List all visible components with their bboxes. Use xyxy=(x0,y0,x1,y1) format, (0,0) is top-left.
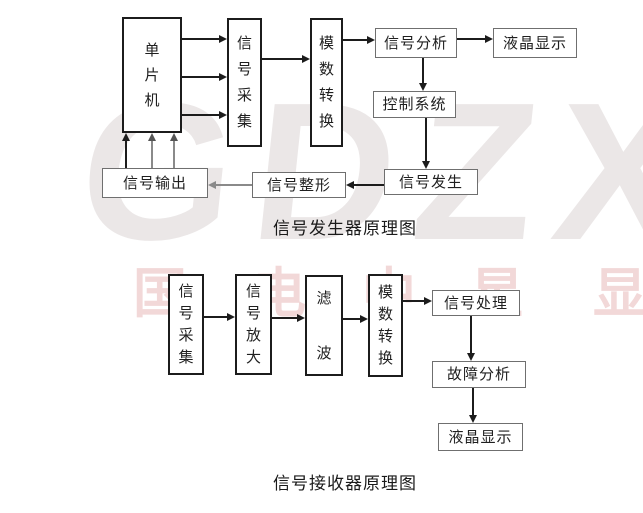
box-rx-signal-acquisition: 信号采集 xyxy=(168,274,204,375)
box-mcu-label: 单片机 xyxy=(144,41,160,109)
arrow-control-to-generation xyxy=(425,118,427,161)
arrow-rx-filter-to-adc xyxy=(343,318,360,320)
arrow-rx-adc-to-processing xyxy=(403,300,424,302)
arrow-mcu-to-acquisition-3 xyxy=(182,114,219,116)
box-rx-fault-analysis: 故障分析 xyxy=(432,361,526,388)
box-rx-lcd-display-label: 液晶显示 xyxy=(448,428,513,446)
box-signal-acquisition: 信号采集 xyxy=(227,18,262,147)
arrow-analysis-to-control xyxy=(422,58,424,83)
arrow-acquisition-to-adc xyxy=(262,58,302,60)
arrowhead xyxy=(122,133,130,141)
arrowhead xyxy=(346,181,354,189)
arrowhead xyxy=(297,314,305,322)
arrowhead xyxy=(302,55,310,63)
arrowhead xyxy=(360,315,368,323)
arrow-mcu-to-acquisition-1 xyxy=(182,38,219,40)
generator-title: 信号发生器原理图 xyxy=(273,219,417,238)
arrowhead xyxy=(485,35,493,43)
arrow-generation-to-shaping xyxy=(354,184,384,186)
box-signal-acquisition-label: 信号采集 xyxy=(236,34,252,130)
box-signal-shaping-label: 信号整形 xyxy=(266,176,331,194)
box-signal-analysis-label: 信号分析 xyxy=(383,34,448,52)
arrow-output-to-mcu-2 xyxy=(151,141,153,168)
arrow-shaping-to-output xyxy=(216,184,252,186)
arrow-adc-to-analysis xyxy=(343,39,367,41)
box-rx-ad-conversion-label: 模数转换 xyxy=(377,283,393,367)
arrowhead xyxy=(219,73,227,81)
arrowhead xyxy=(424,297,432,305)
arrowhead xyxy=(469,415,477,423)
arrowhead xyxy=(219,111,227,119)
arrowhead xyxy=(219,35,227,43)
arrow-rx-amplification-to-filter xyxy=(272,317,297,319)
arrow-output-to-mcu-1 xyxy=(125,141,127,168)
arrow-output-to-mcu-3 xyxy=(173,141,175,168)
arrow-analysis-to-lcd xyxy=(457,38,485,40)
box-lcd-display: 液晶显示 xyxy=(493,28,577,58)
box-ad-conversion-label: 模数转换 xyxy=(318,34,334,130)
box-rx-signal-processing: 信号处理 xyxy=(432,290,520,316)
box-mcu: 单片机 xyxy=(122,17,182,133)
box-signal-shaping: 信号整形 xyxy=(252,172,346,198)
box-signal-output-label: 信号输出 xyxy=(122,174,187,192)
arrowhead xyxy=(148,133,156,141)
box-rx-fault-analysis-label: 故障分析 xyxy=(446,366,511,383)
arrowhead xyxy=(422,161,430,169)
box-control-system-label: 控制系统 xyxy=(382,96,447,113)
arrow-mcu-to-acquisition-2 xyxy=(182,76,219,78)
box-signal-analysis: 信号分析 xyxy=(375,28,457,58)
arrowhead xyxy=(367,36,375,44)
receiver-title: 信号接收器原理图 xyxy=(273,474,417,493)
box-signal-generation: 信号发生 xyxy=(384,169,478,195)
box-signal-output: 信号输出 xyxy=(102,168,208,198)
arrowhead xyxy=(170,133,178,141)
box-rx-filter-label: 滤波 xyxy=(316,289,332,362)
arrowhead xyxy=(208,181,216,189)
box-control-system: 控制系统 xyxy=(373,91,456,118)
arrow-rx-acquisition-to-amplification xyxy=(204,316,227,318)
watermark-char: 显 xyxy=(593,264,643,324)
box-signal-generation-label: 信号发生 xyxy=(398,173,463,191)
box-rx-lcd-display: 液晶显示 xyxy=(438,423,523,451)
box-rx-ad-conversion: 模数转换 xyxy=(368,274,403,377)
box-rx-signal-amplification-label: 信号放大 xyxy=(245,282,261,366)
box-rx-filter: 滤波 xyxy=(305,275,343,376)
box-rx-signal-processing-label: 信号处理 xyxy=(443,294,508,312)
box-rx-signal-acquisition-label: 信号采集 xyxy=(178,282,194,366)
arrowhead xyxy=(419,83,427,91)
arrow-rx-fault-to-lcd xyxy=(472,388,474,415)
arrowhead xyxy=(467,353,475,361)
arrow-rx-processing-to-fault xyxy=(470,316,472,353)
box-ad-conversion: 模数转换 xyxy=(310,18,343,147)
arrowhead xyxy=(227,313,235,321)
box-lcd-display-label: 液晶显示 xyxy=(502,34,567,52)
box-rx-signal-amplification: 信号放大 xyxy=(235,274,272,375)
